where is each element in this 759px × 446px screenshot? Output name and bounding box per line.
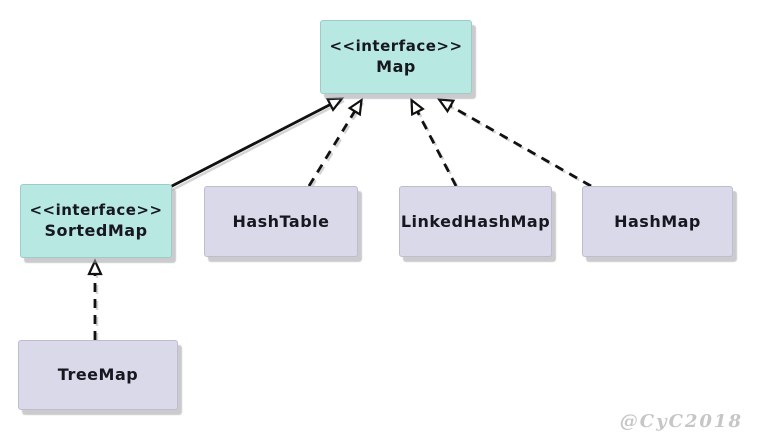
node-hashtable-name: HashTable [232, 211, 330, 231]
node-map-stereotype: <<interface>> [329, 37, 463, 56]
node-hashtable: HashTable [204, 186, 358, 257]
node-sortedmap-name: SortedMap [44, 221, 148, 241]
edge-sortedmap-extends-map [169, 97, 345, 189]
edge-linkedhashmap-implements-map [410, 97, 458, 187]
node-map: <<interface>> Map [320, 20, 472, 94]
node-map-name: Map [376, 57, 416, 77]
node-sortedmap-stereotype: <<interface>> [29, 201, 163, 220]
node-sortedmap: <<interface>> SortedMap [20, 184, 172, 258]
edge-hashmap-implements-map [436, 98, 592, 188]
node-hashmap: HashMap [582, 186, 733, 257]
node-linkedhashmap: LinkedHashMap [399, 186, 552, 257]
edge-hashtable-implements-map [307, 97, 363, 187]
watermark: @CyC2018 [619, 411, 743, 432]
node-linkedhashmap-name: LinkedHashMap [400, 211, 551, 231]
node-hashmap-name: HashMap [614, 211, 701, 231]
node-treemap: TreeMap [18, 340, 178, 410]
node-treemap-name: TreeMap [57, 365, 139, 385]
